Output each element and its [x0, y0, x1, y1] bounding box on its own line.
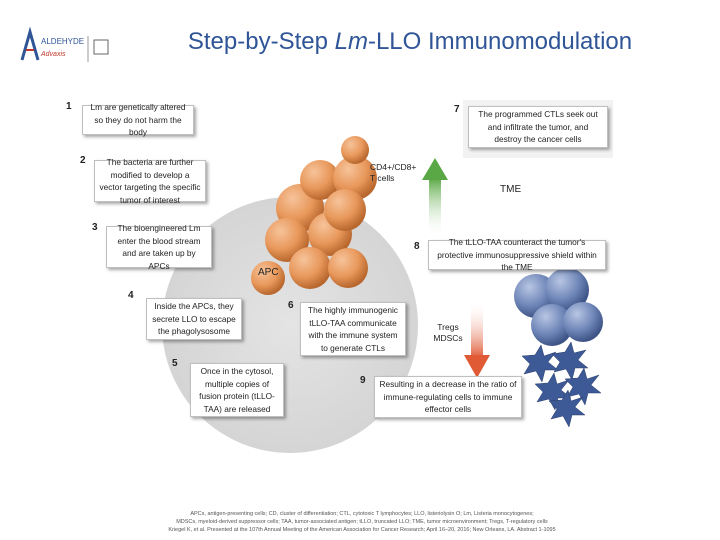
- step-number-8: 8: [414, 241, 420, 252]
- title-italic: Lm: [334, 28, 368, 55]
- step-box-1: Lm are genetically altered so they do no…: [82, 102, 194, 137]
- step-number-2: 2: [80, 155, 86, 166]
- step-box-6: The highly immunogenic tLLO-TAA communic…: [300, 302, 406, 356]
- treg-cluster: [514, 268, 603, 346]
- step-box-9: Resulting in a decrease in the ratio of …: [374, 376, 522, 418]
- step-number-7: 7: [454, 104, 460, 115]
- step-number-9: 9: [360, 375, 366, 386]
- step-number-6: 6: [288, 300, 294, 311]
- t-cells-label-line1: CD4+/CD8+: [370, 162, 417, 172]
- tregs-label-line2: MDSCs: [433, 333, 463, 343]
- step-number-3: 3: [92, 222, 98, 233]
- footnote-line-3: Kriegel K, et al. Presented at the 107th…: [168, 527, 556, 533]
- title-prefix: Step-by-Step: [187, 28, 335, 55]
- footnote-line-2: MDSCs, myeloid-derived suppressor cells;…: [176, 519, 548, 525]
- step-number-4: 4: [128, 290, 134, 301]
- step-box-7: The programmed CTLs seek out and infiltr…: [468, 106, 608, 148]
- step-box-2: The bacteria are further modified to dev…: [94, 157, 206, 205]
- apc-label: APC: [258, 267, 279, 278]
- arrow-up-icon: [422, 158, 448, 238]
- step-number-1: 1: [66, 101, 72, 112]
- step-box-5: Once in the cytosol, multiple copies of …: [190, 363, 284, 417]
- tregs-label: Tregs MDSCs: [428, 322, 468, 344]
- title-suffix: -LLO Immunomodulation: [367, 28, 633, 55]
- logo-text-2: Advaxis: [40, 51, 66, 58]
- footnote: APCs, antigen-presenting cells; CD, clus…: [12, 510, 712, 534]
- company-logo: ALDEHYDE Advaxis: [16, 22, 126, 72]
- tme-label: TME: [500, 184, 522, 195]
- step-box-4: Inside the APCs, they secrete LLO to esc…: [146, 298, 242, 340]
- page-title: Step-by-Step Lm-LLO Immunomodulation: [150, 28, 670, 56]
- mdsc-cluster: [521, 341, 602, 428]
- footnote-line-1: APCs, antigen-presenting cells; CD, clus…: [190, 511, 534, 517]
- logo-text-1: ALDEHYDE: [41, 37, 84, 46]
- step-number-5: 5: [172, 358, 178, 369]
- t-cells-label-line2: T cells: [370, 173, 395, 183]
- step-box-8: The tLLO-TAA counteract the tumor's prot…: [428, 237, 606, 272]
- arrow-down-icon: [464, 300, 490, 378]
- tregs-label-line1: Tregs: [437, 322, 459, 332]
- step-box-3: The bioengineered Lm enter the blood str…: [106, 223, 212, 271]
- t-cells-label: CD4+/CD8+ T cells: [370, 162, 416, 184]
- t-cell-cluster: [251, 136, 377, 295]
